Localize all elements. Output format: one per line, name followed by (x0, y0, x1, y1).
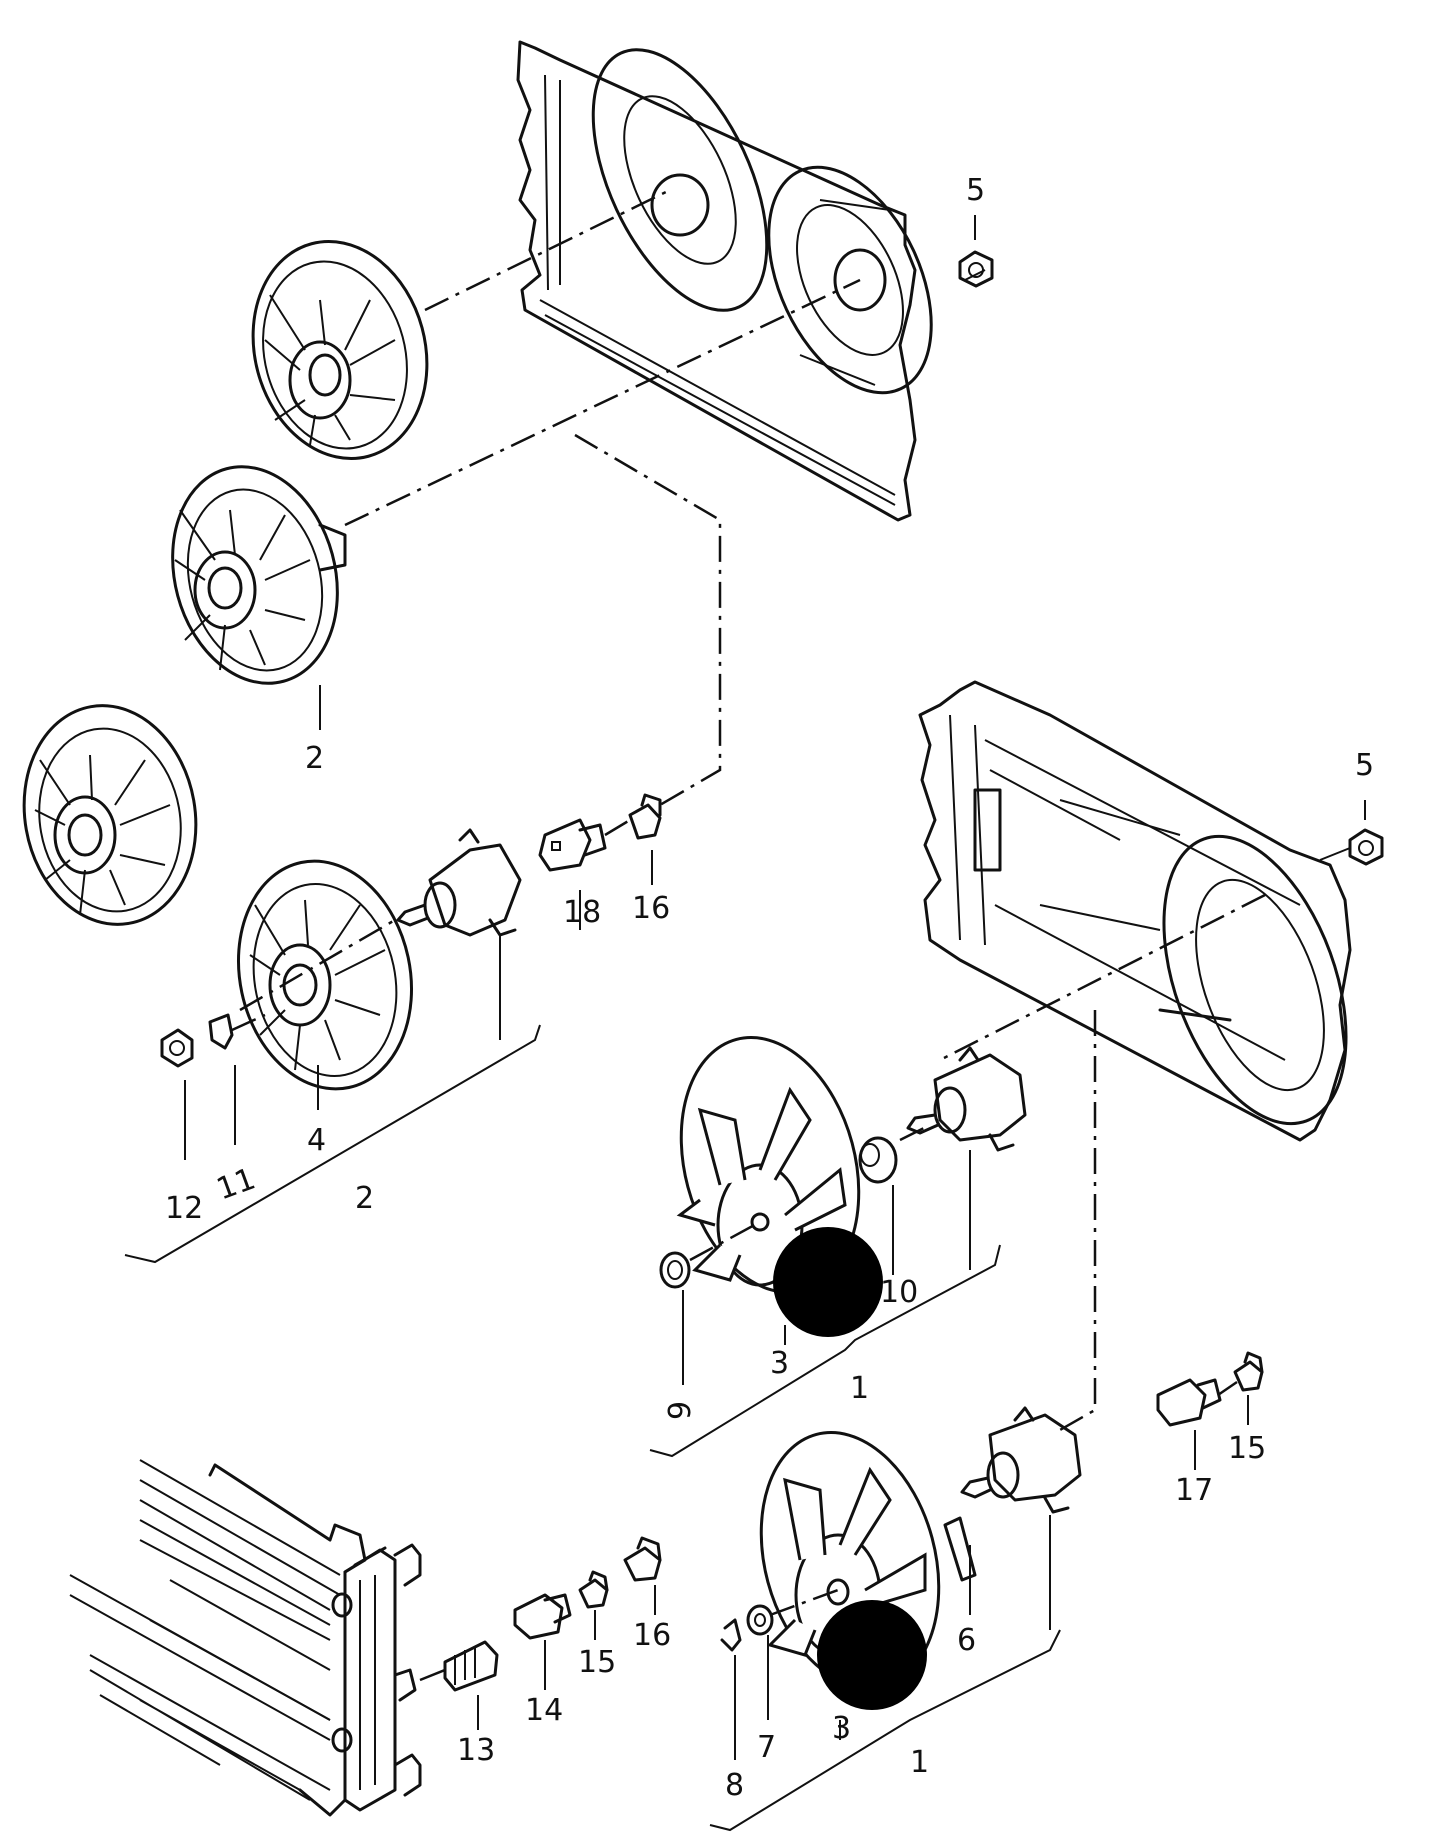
label-15-plug-lower: 15 (578, 1645, 616, 1680)
label-6-spacer: 6 (957, 1623, 976, 1658)
connector-17 (1156, 1378, 1222, 1427)
label-14-connector: 14 (525, 1693, 563, 1728)
label-16-plug-upper: 16 (632, 891, 670, 926)
redacted-mark-lower (817, 1600, 927, 1710)
nut-5-right (1348, 828, 1384, 866)
nut-12 (160, 1028, 194, 1068)
clip-8 (720, 1618, 742, 1652)
label-8-clip: 8 (725, 1768, 744, 1803)
label-11-clip: 11 (212, 1161, 260, 1207)
fan-wheel-left-inner (236, 859, 414, 1091)
radiator (69, 1459, 422, 1817)
label-3-blade-lower: 3 (832, 1711, 851, 1746)
label-10-ring: 10 (880, 1275, 918, 1310)
label-3-blade-upper: 3 (770, 1346, 789, 1381)
label-18-connector: 18 (563, 895, 601, 930)
upper-fan-shroud (516, 40, 933, 522)
connector-16-upper (628, 793, 662, 840)
label-2-upper-fans: 2 (305, 741, 324, 776)
label-17-connector: 17 (1175, 1473, 1213, 1508)
washer-9 (659, 1251, 691, 1289)
clip-11 (208, 1013, 234, 1050)
plug-15-right (1233, 1351, 1264, 1392)
label-7-washer: 7 (757, 1730, 776, 1765)
redacted-mark-upper (773, 1227, 883, 1337)
fan-blade-assembly-1-upper (676, 1036, 861, 1294)
fan-motor-right-lower (960, 1406, 1082, 1514)
ring-10 (858, 1136, 898, 1184)
connector-18 (538, 818, 607, 872)
label-12-nut: 12 (165, 1191, 203, 1226)
label-9-washer: 9 (663, 1401, 698, 1420)
label-2-left-assembly: 2 (355, 1181, 374, 1216)
fan-wheel-left-outer (22, 704, 198, 926)
label-5-upper-nut: 5 (966, 173, 985, 208)
label-5-right-nut: 5 (1355, 748, 1374, 783)
plug-16-lower (623, 1536, 662, 1582)
label-1-assembly-lower: 1 (910, 1745, 929, 1780)
label-1-assembly-upper: 1 (850, 1371, 869, 1406)
label-16-plug-lower: 16 (633, 1618, 671, 1653)
fan-motor-left (396, 828, 522, 937)
nut-5-upper (958, 250, 994, 288)
spacer-6 (943, 1516, 977, 1582)
label-13-sensor: 13 (457, 1733, 495, 1768)
label-15-plug-right: 15 (1228, 1431, 1266, 1466)
label-4-fan: 4 (307, 1123, 326, 1158)
fan-motor-right-upper (906, 1046, 1027, 1152)
connector-14 (513, 1593, 572, 1640)
fan-wheel-upper-b (171, 465, 347, 685)
fan-wheel-upper-a (251, 239, 429, 461)
washer-7 (746, 1604, 774, 1636)
sensor-13 (443, 1640, 499, 1692)
right-fan-shroud (918, 680, 1352, 1142)
plug-15-lower (578, 1570, 609, 1609)
